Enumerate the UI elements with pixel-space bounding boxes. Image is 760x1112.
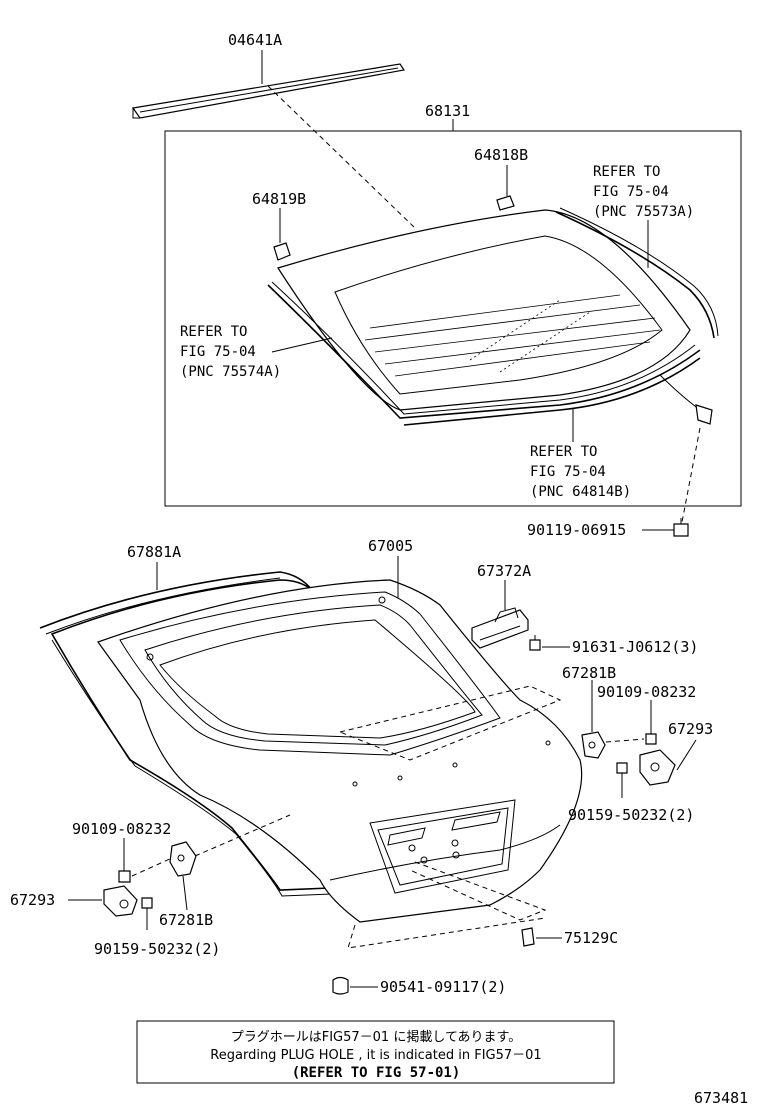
side-molding-right — [555, 211, 715, 339]
note-box — [136, 1020, 615, 1084]
refer-75573A-line3: (PNC 75573A) — [593, 204, 694, 220]
bolt-91631-J0612[interactable] — [529, 635, 541, 651]
note-line-2: Regarding PLUG HOLE , it is indicated in… — [210, 1048, 541, 1063]
weatherstrip-67881A[interactable] — [39, 571, 333, 897]
refer-64814B-line2: FIG 75-04 — [530, 464, 606, 480]
striker-67293-right[interactable] — [639, 749, 676, 786]
label-64819B[interactable]: 64819B — [252, 190, 306, 208]
label-90159-50232-right[interactable]: 90159-50232(2) — [568, 806, 694, 824]
refer-75573A-line2: FIG 75-04 — [593, 184, 669, 200]
hinge-67372A[interactable] — [471, 607, 529, 649]
back-window-glass[interactable] — [277, 209, 691, 411]
bumper-90541-09117[interactable] — [332, 976, 349, 995]
label-90541-09117[interactable]: 90541-09117(2) — [380, 978, 506, 996]
bolt-90109-08232-left[interactable] — [118, 870, 131, 883]
label-67372A[interactable]: 67372A — [477, 562, 531, 580]
back-door-67005[interactable] — [97, 579, 583, 923]
label-75129C[interactable]: 75129C — [564, 929, 618, 947]
roof-molding-04641A[interactable] — [131, 63, 406, 119]
label-90159-50232-left[interactable]: 90159-50232(2) — [94, 940, 220, 958]
refer-64814B-line1: REFER TO — [530, 444, 597, 460]
label-04641A[interactable]: 04641A — [228, 31, 282, 49]
refer-75573A-line1: REFER TO — [593, 164, 660, 180]
label-91631-J0612[interactable]: 91631-J0612(3) — [572, 638, 698, 656]
glass-lower-molding — [267, 284, 701, 419]
label-90109-08232-right[interactable]: 90109-08232 — [597, 683, 696, 701]
label-68131[interactable]: 68131 — [425, 102, 470, 120]
label-67281B-left[interactable]: 67281B — [159, 911, 213, 929]
label-67293-right[interactable]: 67293 — [668, 720, 713, 738]
label-67281B-right[interactable]: 67281B — [562, 664, 616, 682]
label-90119-06915[interactable]: 90119-06915 — [527, 521, 626, 539]
screw-90159-50232-left[interactable] — [141, 897, 153, 909]
bolt-90119-06915[interactable] — [673, 518, 689, 537]
connector — [695, 404, 713, 425]
bolt-90109-08232-right[interactable] — [645, 733, 657, 745]
lock-67281B-right[interactable] — [581, 731, 606, 759]
label-67881A[interactable]: 67881A — [127, 543, 181, 561]
clip-64818B[interactable] — [496, 195, 515, 211]
label-90109-08232-left[interactable]: 90109-08232 — [72, 820, 171, 838]
note-line-1: プラグホールはFIG57－01 に掲載してあります。 — [231, 1029, 522, 1045]
striker-67293-left[interactable] — [103, 885, 138, 917]
label-67293-left[interactable]: 67293 — [10, 891, 55, 909]
lock-67281B-left[interactable] — [169, 841, 197, 877]
figure-id: 673481 — [694, 1089, 748, 1107]
label-67005[interactable]: 67005 — [368, 537, 413, 555]
refer-75574A-line3: (PNC 75574A) — [180, 364, 281, 380]
refer-64814B-line3: (PNC 64814B) — [530, 484, 631, 500]
screw-90159-50232-right[interactable] — [616, 762, 628, 774]
plug-75129C[interactable] — [521, 927, 535, 947]
label-64818B[interactable]: 64818B — [474, 146, 528, 164]
refer-75574A-line2: FIG 75-04 — [180, 344, 256, 360]
note-line-3: (REFER TO FIG 57-01) — [292, 1065, 461, 1081]
clip-64819B[interactable] — [273, 242, 291, 261]
refer-75574A-line1: REFER TO — [180, 324, 247, 340]
